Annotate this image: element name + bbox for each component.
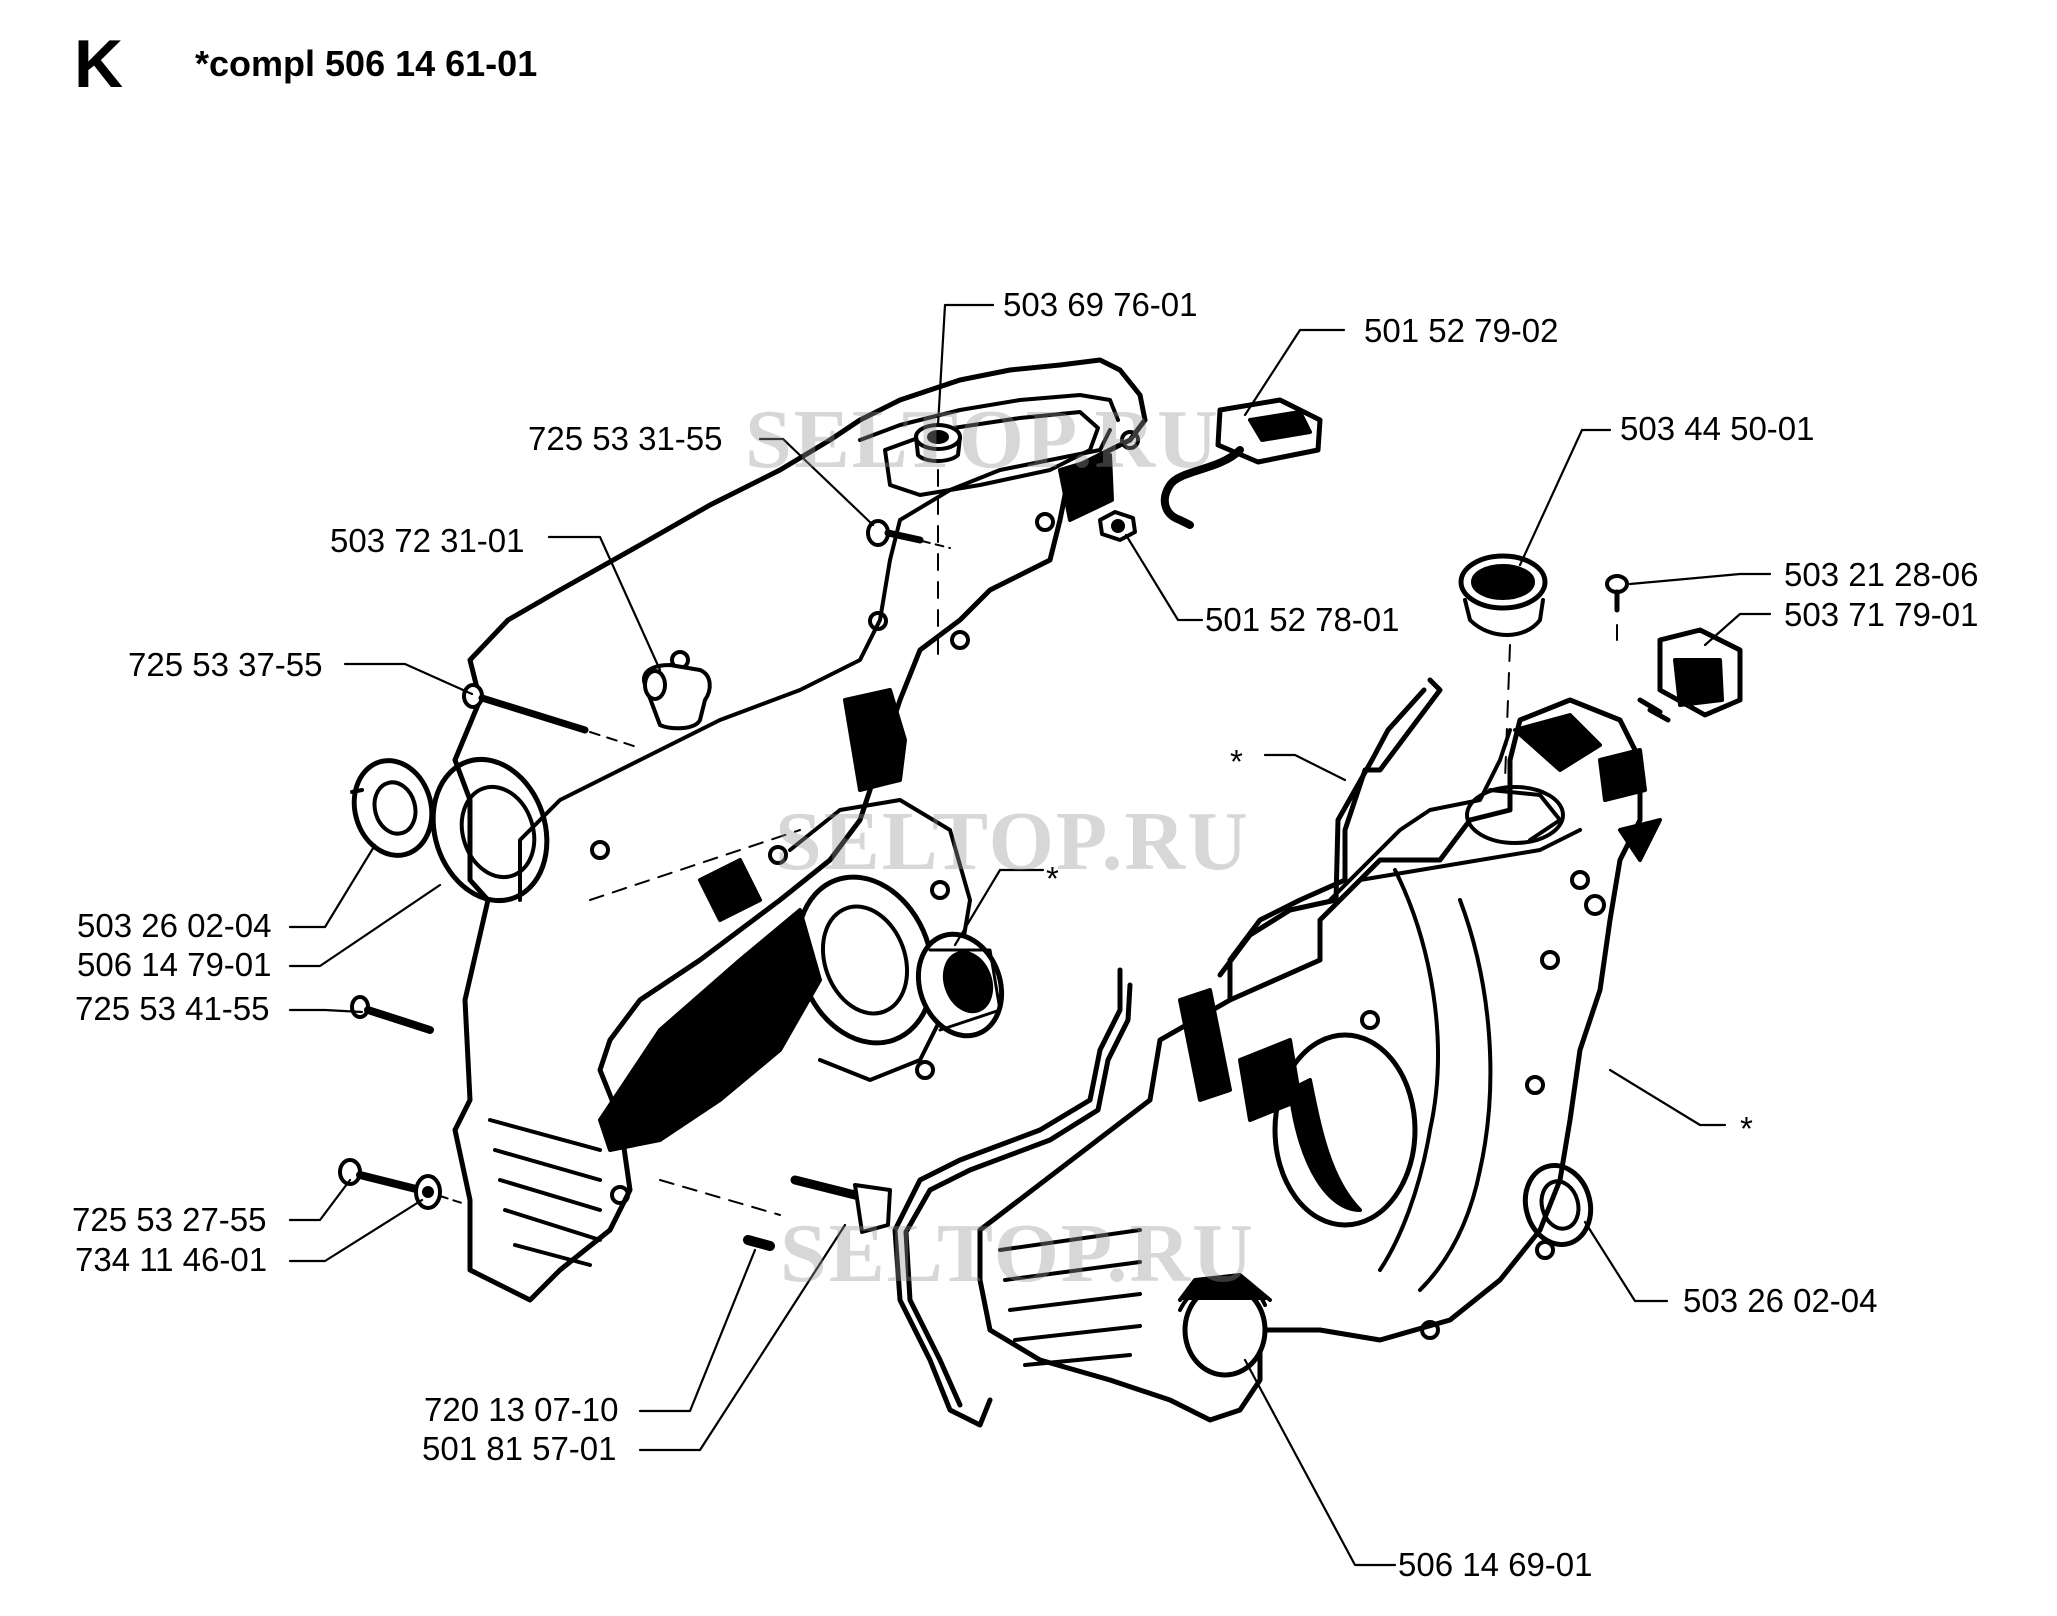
callout-503-71-79-01: 503 71 79-01 [1784, 596, 1979, 633]
callout-503-69-76-01: 503 69 76-01 [1003, 286, 1198, 323]
callout-720-13-07-10: 720 13 07-10 [424, 1391, 619, 1428]
left-crankcase-half [452, 357, 1148, 1303]
callout-503-72-31-01: 503 72 31-01 [330, 522, 525, 559]
callout-506-14-69-01: 506 14 69-01 [1398, 1546, 1593, 1583]
callout-503-21-28-06: 503 21 28-06 [1784, 556, 1979, 593]
leader-lines [288, 303, 1772, 1567]
callout-725-53-37-55: 725 53 37-55 [128, 646, 323, 683]
callout-asterisk-bearing: * [1046, 860, 1059, 897]
callout-501-52-79-02: 501 52 79-02 [1364, 312, 1559, 349]
screw-503-21-28-06 [1605, 574, 1629, 641]
section-letter: K [74, 26, 124, 102]
connector-part [1160, 397, 1323, 529]
nut-501-52-78-01 [1098, 510, 1137, 542]
pin-720-13-07-10 [743, 1235, 775, 1251]
callout-503-26-02-04-left: 503 26 02-04 [77, 907, 272, 944]
callout-asterisk-right: * [1740, 1110, 1753, 1147]
bolt-501-81-57-01 [790, 1175, 892, 1234]
watermark-bottom: SELTOP.RU [780, 1207, 1255, 1300]
screw-725-53-37-55 [462, 683, 641, 749]
seal-ring-large [430, 756, 550, 904]
assembly-note: *compl 506 14 61-01 [195, 43, 538, 84]
callout-725-53-27-55: 725 53 27-55 [72, 1201, 267, 1238]
callout-asterisk-gasket-top: * [1230, 743, 1243, 780]
callout-503-26-02-04-right: 503 26 02-04 [1683, 1282, 1878, 1319]
callout-501-81-57-01: 501 81 57-01 [422, 1430, 617, 1467]
screw-725-53-41-55 [350, 995, 434, 1034]
ball-bearing [915, 931, 1005, 1039]
callout-501-52-78-01: 501 52 78-01 [1205, 601, 1400, 638]
grommet-part [914, 423, 962, 661]
stop-switch [1637, 627, 1743, 723]
callout-506-14-79-01: 506 14 79-01 [77, 946, 272, 983]
callout-725-53-41-55: 725 53 41-55 [75, 990, 270, 1027]
callout-503-44-50-01: 503 44 50-01 [1620, 410, 1815, 447]
oil-cap [1458, 553, 1548, 781]
seal-left [350, 758, 435, 858]
callout-725-53-31-55: 725 53 31-55 [528, 420, 723, 457]
watermark-middle: SELTOP.RU [775, 795, 1250, 888]
gaskets [892, 677, 1443, 1428]
right-crankcase-half [977, 697, 1662, 1423]
screw-725-53-31-55 [866, 519, 951, 549]
plug-503-72-31-01 [642, 663, 712, 731]
callout-734-11-46-01: 734 11 46-01 [75, 1241, 268, 1278]
screw-and-washer [338, 1158, 466, 1210]
watermark-top: SELTOP.RU [745, 393, 1220, 486]
